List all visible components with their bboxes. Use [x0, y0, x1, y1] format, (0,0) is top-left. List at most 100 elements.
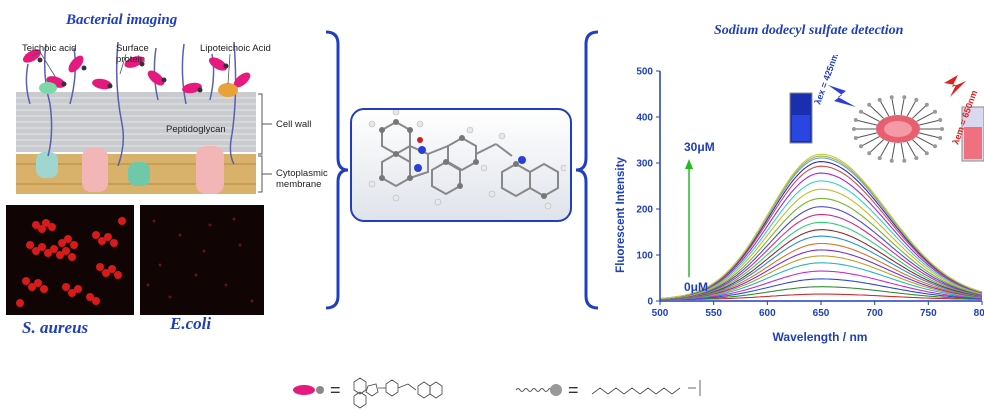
spectrum-curve — [660, 262, 983, 300]
surfactant-tail — [879, 99, 890, 117]
e-coli-label: E.coli — [170, 314, 212, 333]
sds-tail-symbol — [515, 384, 562, 396]
sds-structure-drawing — [591, 380, 701, 396]
surfactant-tail — [879, 141, 890, 159]
spectrum-curve — [659, 206, 983, 300]
surfactant-head — [902, 95, 907, 100]
surfactant-head — [859, 144, 863, 149]
spectrum-curve — [659, 229, 983, 300]
surfactant-tail — [855, 132, 878, 139]
x-tick-label: 800 — [974, 308, 984, 319]
surfactant-head — [852, 127, 856, 131]
sds-detection-title: Sodium dodecyl sulfate detection — [714, 23, 904, 38]
x-tick-label: 650 — [813, 308, 830, 319]
surfactant-head — [933, 144, 937, 149]
surfactant-tail — [912, 139, 928, 154]
excitation-bolt — [828, 85, 856, 107]
equals-sign-2: = — [568, 380, 579, 400]
spectrum-axes: 5005506006507007508000100200300400500 — [636, 67, 984, 320]
peptidoglycan-label: Peptidoglycan — [166, 124, 226, 135]
y-tick-label: 500 — [636, 67, 653, 78]
x-tick-label: 550 — [705, 308, 722, 319]
teichoic-acid-label: Teichoic acid — [22, 43, 77, 54]
surfactant-tail — [916, 111, 936, 122]
surfactant-head — [924, 151, 929, 156]
spectrum-curve — [659, 242, 983, 300]
x-tick-label: 500 — [652, 308, 669, 319]
spectrum-curve — [659, 188, 983, 300]
surfactant-tail — [906, 99, 917, 117]
surfactant-tail — [900, 97, 905, 116]
surfactant-tail — [868, 104, 884, 119]
s-aureus-cells — [16, 217, 126, 307]
right-bracket — [575, 30, 599, 310]
cytoplasmic-label: Cytoplasmic — [276, 168, 328, 179]
spectrum-curve — [659, 255, 983, 300]
y-tick-label: 100 — [636, 251, 653, 262]
conc-low-label: 0μM — [684, 280, 708, 294]
probe-molecule-model — [368, 110, 566, 210]
x-tick-label: 750 — [920, 308, 937, 319]
cell-wall-diagram — [16, 41, 272, 194]
s-aureus-micrograph — [6, 205, 134, 315]
left-bracket — [325, 30, 349, 310]
surface-protein-label-1: Surface — [116, 43, 149, 54]
spectrum-curve — [660, 235, 983, 300]
y-tick-label: 400 — [636, 113, 653, 124]
y-tick-label: 0 — [647, 297, 653, 308]
spectrum-curve — [660, 249, 983, 300]
surfactant-tail — [860, 111, 880, 122]
y-tick-label: 300 — [636, 159, 653, 170]
surfactant-tail — [916, 136, 936, 147]
spectrum-curve — [660, 270, 983, 300]
surfactant-tail — [906, 141, 917, 159]
surfactant-tail — [912, 104, 928, 119]
spectrum-curve — [659, 197, 983, 300]
e-coli-cells — [146, 217, 254, 303]
surfactant-head — [853, 136, 858, 140]
surfactant-head — [859, 109, 863, 114]
spectrum-curve — [659, 172, 983, 300]
conc-high-label: 30μM — [684, 140, 715, 154]
surfactant-head — [914, 97, 919, 102]
surfactant-head — [877, 97, 882, 102]
fluorescence-spectrum-chart: 5005506006507007508000100200300400500 Fl… — [615, 55, 984, 344]
y-tick-label: 200 — [636, 205, 653, 216]
surfactant-head — [867, 151, 872, 156]
spectrum-curve — [660, 286, 982, 301]
concentration-arrowhead — [685, 159, 693, 169]
surfactant-head — [938, 136, 943, 140]
surfactant-tail — [868, 139, 884, 154]
surfactant-head — [889, 95, 894, 100]
surfactant-tail — [860, 136, 880, 147]
s-aureus-label: S. aureus — [22, 318, 89, 337]
probe-structure-drawing — [353, 377, 443, 409]
spectrum-curve — [660, 221, 983, 300]
surfactant-tail — [900, 142, 905, 161]
bacterial-imaging-title: Bacterial imaging — [66, 12, 178, 28]
surfactant-head — [853, 118, 858, 122]
surfactant-tail — [891, 142, 896, 161]
spectrum-curve — [659, 278, 983, 301]
surfactant-head — [933, 109, 937, 114]
y-axis-title: Fluorescent Intensity — [615, 157, 627, 273]
spectrum-curve — [659, 153, 983, 300]
e-coli-micrograph — [140, 205, 264, 315]
probe-legend-symbol — [293, 385, 315, 395]
emission-bolt — [944, 75, 966, 97]
bottom-legend: = = — [293, 377, 701, 409]
surfactant-tail — [918, 119, 941, 126]
surfactant-head — [867, 102, 872, 107]
surfactant-head — [877, 156, 882, 161]
spectrum-curve — [659, 213, 983, 300]
surfactant-head — [938, 118, 943, 122]
surfactant-head — [902, 158, 907, 163]
cell-wall-label: Cell wall — [276, 119, 312, 130]
equals-sign-1: = — [330, 380, 341, 400]
lipoteichoic-acid-label: Lipoteichoic Acid — [200, 43, 271, 54]
surfactant-tail — [918, 132, 941, 139]
x-axis-title: Wavelength / nm — [773, 330, 868, 344]
micelle-illustration — [852, 95, 944, 163]
excitation-label: λex = 425nm — [812, 55, 840, 106]
surface-protein-label-2: protein — [116, 54, 146, 65]
